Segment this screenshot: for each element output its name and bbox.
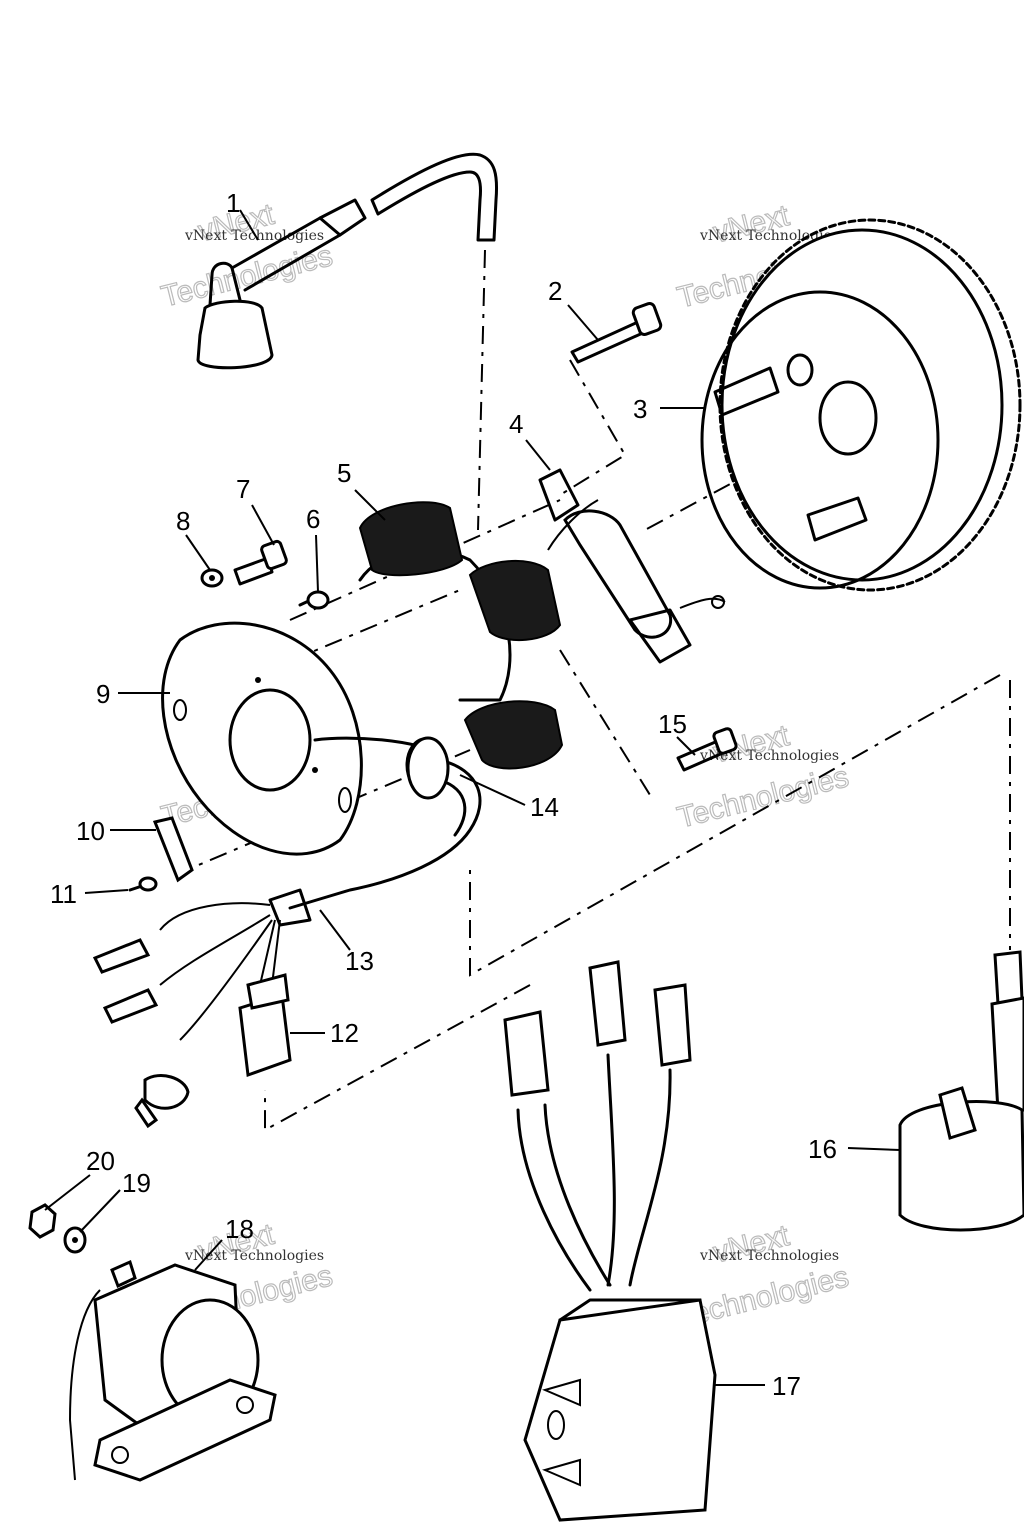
connector-12 — [238, 973, 292, 1078]
callout-15: 15 — [658, 709, 687, 739]
callout-17: 17 — [772, 1371, 801, 1401]
callout-20: 20 — [86, 1146, 115, 1176]
callout-11: 11 — [50, 879, 77, 909]
spark-plug-cap — [196, 152, 499, 370]
callout-labels: 1 2 3 4 5 6 7 8 9 10 11 12 13 14 15 16 1… — [50, 188, 837, 1401]
wire-clamp — [152, 816, 194, 883]
callout-8: 8 — [176, 506, 190, 536]
callout-9: 9 — [96, 679, 110, 709]
callout-3: 3 — [633, 394, 647, 424]
pulser-coil — [538, 468, 726, 664]
screw-6 — [298, 590, 330, 610]
washer-19 — [63, 1226, 87, 1254]
cdi-unit — [503, 960, 717, 1522]
watermark-small-6: vNext Technologies — [699, 1248, 839, 1264]
callout-16: 16 — [808, 1134, 837, 1164]
callout-1: 1 — [226, 188, 240, 218]
callout-6: 6 — [306, 504, 320, 534]
clamp-screw — [128, 876, 158, 892]
callout-4: 4 — [509, 409, 523, 439]
starter-relay — [68, 1259, 277, 1482]
callout-19: 19 — [122, 1168, 151, 1198]
callout-10: 10 — [76, 816, 105, 846]
watermark-group-4: vNext vNext Technologies Technologies — [674, 718, 853, 835]
watermark-small-4: vNext Technologies — [699, 748, 839, 764]
bolt-7 — [233, 539, 288, 586]
callout-18: 18 — [225, 1214, 254, 1244]
flywheel-bolt — [570, 301, 663, 364]
callout-12: 12 — [330, 1018, 359, 1048]
nut-20 — [28, 1203, 57, 1239]
callout-2: 2 — [548, 276, 562, 306]
ignition-coil — [898, 950, 1024, 1232]
watermark-small-5: vNext Technologies — [184, 1248, 324, 1264]
watermark-small-1: vNext Technologies — [184, 228, 324, 244]
leader-lines — [44, 209, 901, 1386]
flywheel — [700, 218, 1022, 592]
grommet-14 — [406, 736, 450, 800]
washer-8 — [200, 568, 224, 588]
callout-14: 14 — [530, 792, 559, 822]
callout-7: 7 — [236, 474, 250, 504]
watermark-big-4b: Technologies — [674, 760, 852, 834]
callout-5: 5 — [337, 458, 351, 488]
stator-base-plate — [161, 621, 363, 856]
pulser-bolt-15 — [676, 727, 738, 772]
callout-13: 13 — [345, 946, 374, 976]
watermark-group-1: vNext vNext Technologies Technologies — [157, 197, 336, 314]
stator-coils — [358, 501, 564, 770]
